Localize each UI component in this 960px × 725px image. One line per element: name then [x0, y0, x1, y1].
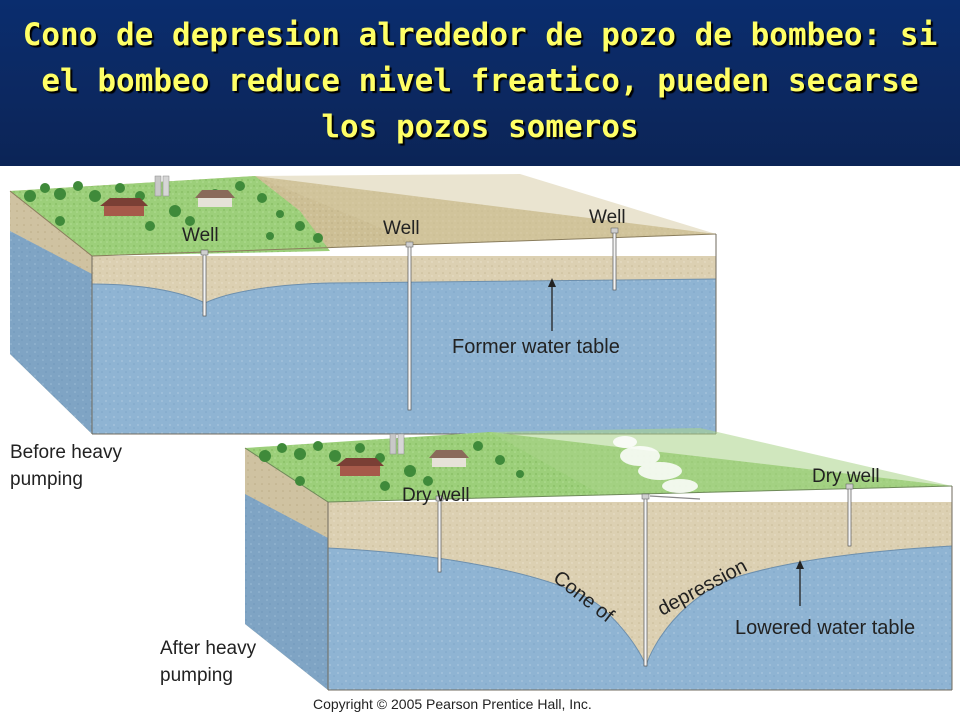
top-well-1: [200, 249, 209, 317]
bottom-dry-well-2: [845, 483, 854, 547]
copyright-notice: Copyright © 2005 Pearson Prentice Hall, …: [313, 696, 592, 712]
top-well-label-2: Well: [383, 218, 420, 239]
bottom-surface-field: [490, 428, 952, 494]
top-trees: [24, 181, 323, 243]
top-well-label-3: Well: [589, 207, 626, 228]
former-water-table-label: Former water table: [452, 336, 620, 358]
block-before-pumping: Well Well Well Former water table Before…: [9, 174, 717, 490]
top-well-label-1: Well: [182, 225, 219, 246]
bottom-dry-well-1: [435, 495, 444, 573]
after-pumping-caption-1: After heavy: [160, 638, 257, 659]
irrigation-spray: [613, 436, 698, 493]
bottom-block-water-zone: [328, 546, 952, 690]
before-pumping-caption-2: pumping: [10, 469, 83, 490]
lowered-water-table-label: Lowered water table: [735, 617, 915, 639]
dry-well-label-1: Dry well: [402, 485, 470, 506]
diagram-area: Well Well Well Former water table Before…: [0, 166, 960, 720]
block-after-pumping: Dry well Dry well Cone of depression Low…: [160, 428, 953, 691]
bottom-farm-buildings: [336, 433, 469, 476]
groundwater-diagram: Well Well Well Former water table Before…: [9, 174, 953, 712]
dry-well-label-2: Dry well: [812, 466, 880, 487]
before-pumping-caption-1: Before heavy: [10, 442, 122, 463]
bottom-trees: [259, 441, 524, 491]
bottom-pumping-well: [641, 493, 650, 667]
top-well-3: [610, 227, 619, 291]
after-pumping-caption-2: pumping: [160, 665, 233, 686]
top-block-side-water: [10, 231, 92, 434]
top-surface-field: [255, 174, 716, 244]
top-block-water-zone: [92, 279, 716, 434]
slide-title: Cono de depresion alrededor de pozo de b…: [22, 17, 938, 145]
title-bar: Cono de depresion alrededor de pozo de b…: [0, 0, 960, 166]
top-well-2: [405, 241, 414, 411]
farm-buildings: [100, 175, 235, 216]
bottom-block-side-water: [245, 494, 328, 690]
